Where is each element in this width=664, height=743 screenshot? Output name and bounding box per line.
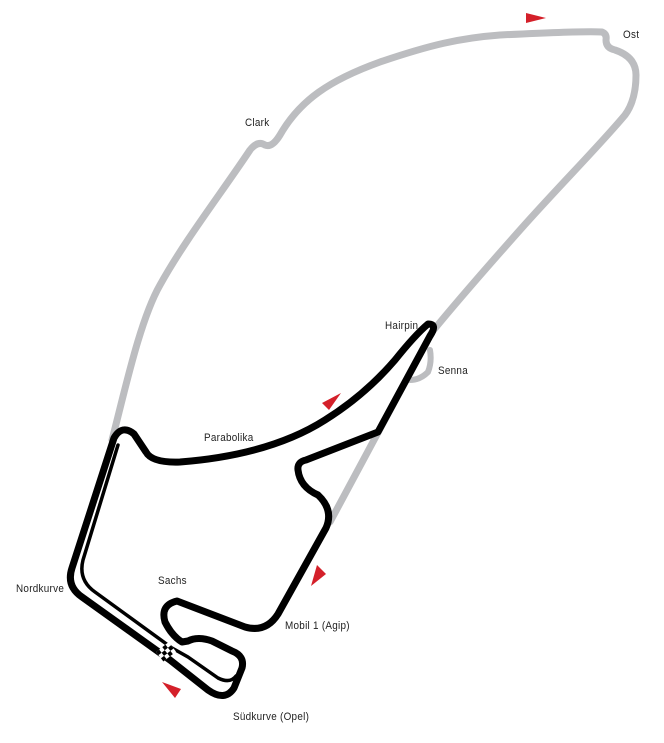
corner-label-mobil1: Mobil 1 (Agip)	[285, 620, 350, 632]
senna-old-section	[407, 347, 434, 383]
corner-label-sachs: Sachs	[158, 575, 187, 587]
current-track	[66, 320, 437, 699]
direction-arrow-icon	[322, 393, 341, 410]
corner-label-ost: Ost	[623, 29, 640, 41]
corner-label-hairpin: Hairpin	[385, 320, 419, 332]
direction-arrow-icon	[526, 13, 546, 23]
start-finish-flag-icon	[156, 642, 176, 662]
corner-label-senna: Senna	[438, 365, 468, 377]
corner-label-clark: Clark	[245, 117, 270, 129]
old-track	[108, 28, 640, 526]
corner-label-nordkurve: Nordkurve	[16, 583, 65, 595]
corner-label-suedkurve: Südkurve (Opel)	[233, 711, 310, 723]
direction-arrow-icon	[162, 682, 181, 698]
corner-label-parabolika: Parabolika	[204, 432, 254, 444]
direction-arrow-icon	[311, 565, 326, 586]
